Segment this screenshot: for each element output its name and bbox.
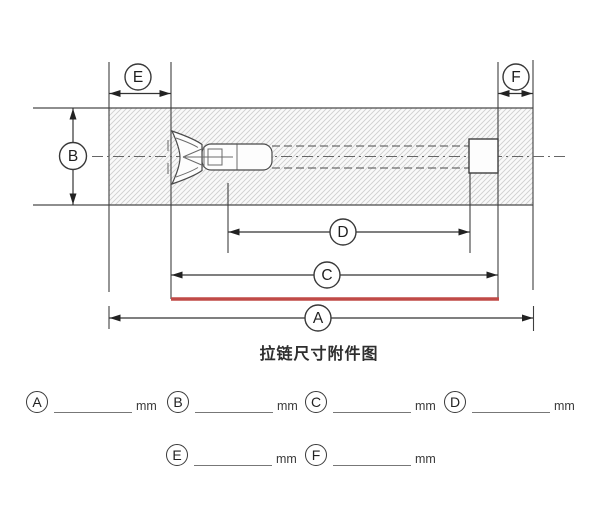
zipper-tape <box>33 107 533 206</box>
field-label-circle-b: B <box>167 391 189 413</box>
measurement-blank-d[interactable] <box>472 391 550 413</box>
bell-inner-line <box>175 167 199 178</box>
dimension-label: D <box>337 224 348 241</box>
dimension-label: A <box>313 310 324 327</box>
dimension-label-circle <box>313 261 341 289</box>
dimension-label: E <box>133 69 143 86</box>
unit-label: mm <box>276 452 297 466</box>
measurement-blank-a[interactable] <box>54 391 132 413</box>
unit-label: mm <box>415 452 436 466</box>
dimension-A: A <box>109 304 533 332</box>
unit-label: mm <box>554 399 575 413</box>
field-label-circle-c: C <box>305 391 327 413</box>
unit-label: mm <box>277 399 298 413</box>
unit-label: mm <box>136 399 157 413</box>
dimension-label: F <box>511 69 520 86</box>
arrowhead-left <box>498 90 510 97</box>
measurement-blank-c[interactable] <box>333 391 411 413</box>
dimension-label-circle <box>58 141 88 171</box>
dimension-E: E <box>109 63 171 97</box>
arrowhead-top <box>69 108 77 120</box>
field-label-circle-d: D <box>444 391 466 413</box>
bell-inner-line <box>175 137 199 148</box>
dimension-C: C <box>171 261 498 289</box>
dimension-label-circle <box>304 304 332 332</box>
arrowhead-left <box>109 90 121 97</box>
arrowhead-right <box>522 314 533 322</box>
arrowhead-right <box>486 271 498 279</box>
measurement-field-b: B mm <box>167 391 307 415</box>
dimension-label-circle <box>502 63 530 91</box>
dimension-B: B <box>58 108 88 205</box>
dimension-D: D <box>228 218 470 246</box>
dimension-F: F <box>498 63 533 97</box>
zipper-dimension-diagram: E F B D <box>33 60 566 332</box>
arrowhead-left <box>228 228 240 236</box>
field-label-circle-f: F <box>305 444 327 466</box>
measurement-field-d: D mm <box>444 391 584 415</box>
measurement-blank-f[interactable] <box>333 444 411 466</box>
figure-caption: 拉链尺寸附件图 <box>259 346 379 363</box>
unit-label: mm <box>415 399 436 413</box>
field-label-circle-a: A <box>26 391 48 413</box>
arrowhead-bottom <box>69 193 77 205</box>
field-label-circle-e: E <box>166 444 188 466</box>
measurement-field-c: C mm <box>305 391 445 415</box>
extension-lines <box>108 60 535 331</box>
dimension-label-circle <box>124 63 152 91</box>
arrowhead-right <box>521 90 533 97</box>
arrowhead-right <box>458 228 470 236</box>
arrowhead-left <box>171 271 183 279</box>
zipper-slider <box>167 129 499 186</box>
arrowhead-left <box>109 314 121 322</box>
measurement-field-e: E mm <box>166 444 306 468</box>
arrowhead-right <box>159 90 171 97</box>
measurement-field-f: F mm <box>305 444 445 468</box>
dimension-label: B <box>68 148 78 165</box>
measurement-blank-b[interactable] <box>195 391 273 413</box>
measurement-field-a: A mm <box>26 391 166 415</box>
dimension-label-circle <box>329 218 357 246</box>
measurement-blank-e[interactable] <box>194 444 272 466</box>
dimension-label: C <box>321 267 332 284</box>
bottom-stop-box <box>468 138 499 174</box>
pull-attachment <box>207 148 223 166</box>
